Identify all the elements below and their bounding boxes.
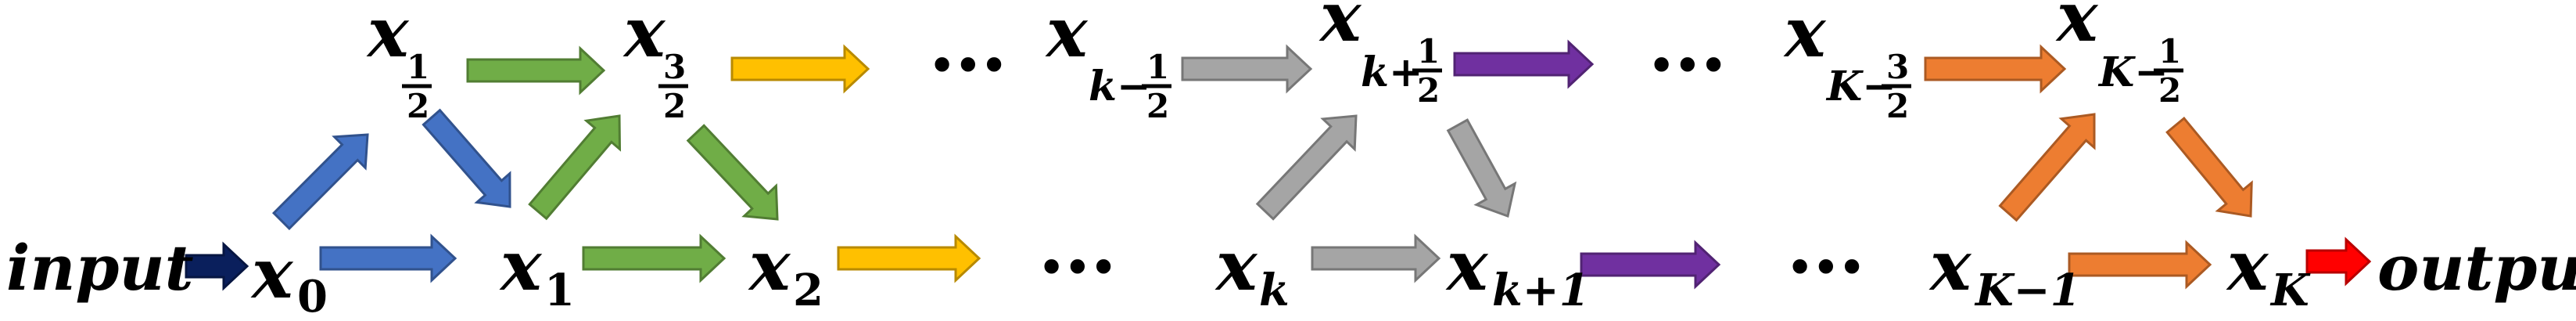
- svg-text:1: 1: [1417, 32, 1440, 70]
- node-xk-plus-1: x k+1: [1445, 225, 1590, 316]
- output-label: output: [2377, 231, 2576, 305]
- arrow-xk-xkplushalf: [1255, 114, 1358, 221]
- svg-text:x: x: [2226, 225, 2269, 306]
- arrows-layer: [185, 39, 2372, 291]
- arrow-xKminus1-xK: [2068, 240, 2212, 290]
- node-xK-minus-half: x K− 1 2: [2055, 0, 2183, 110]
- arrow-x3half-dots: [730, 44, 870, 94]
- arrow-input: [185, 241, 249, 291]
- arrow-output: [2305, 236, 2372, 287]
- svg-text:1: 1: [407, 48, 429, 86]
- node-xK: x K: [2226, 225, 2311, 316]
- svg-text:2: 2: [793, 265, 823, 316]
- ellipsis-bottom-2: •••: [1787, 244, 1865, 292]
- ellipsis-top-2: •••: [1649, 42, 1727, 90]
- svg-text:K: K: [2269, 265, 2311, 316]
- arrow-xk-xkplus1: [1311, 233, 1441, 283]
- svg-text:x: x: [1318, 0, 1362, 57]
- node-x2: x 2: [748, 225, 823, 316]
- arrow-xKhalf-xK: [2165, 116, 2253, 218]
- arrow-xkplushalf-dots: [1453, 39, 1595, 89]
- arrow-x1-x3half: [528, 114, 622, 221]
- svg-text:3: 3: [663, 48, 686, 86]
- svg-text:3: 3: [1886, 48, 1909, 86]
- node-x-3half: x 3 2: [622, 0, 688, 125]
- svg-text:x: x: [2055, 0, 2099, 57]
- node-x1: x 1: [499, 225, 575, 316]
- svg-text:k−: k−: [1089, 63, 1151, 110]
- svg-text:k+1: k+1: [1492, 265, 1590, 316]
- svg-text:0: 0: [297, 271, 328, 321]
- arrow-xK3half-xKhalf: [1924, 44, 2067, 94]
- arrow-x0-xhalf: [271, 133, 369, 231]
- svg-text:x: x: [499, 225, 543, 306]
- node-xK-minus-3half: x K− 3 2: [1783, 0, 1911, 125]
- svg-text:2: 2: [1146, 87, 1169, 125]
- svg-text:x: x: [366, 0, 410, 73]
- arrow-x1-x2: [582, 233, 727, 283]
- arrow-xkplushalf-xkplus1: [1446, 118, 1517, 218]
- svg-text:2: 2: [2158, 71, 2181, 110]
- svg-text:1: 1: [544, 265, 575, 316]
- svg-text:x: x: [748, 225, 791, 306]
- svg-text:k: k: [1259, 265, 1290, 316]
- arrow-xkplus1-dots: [1580, 240, 1721, 290]
- svg-text:x: x: [250, 233, 294, 314]
- svg-text:x: x: [622, 0, 666, 73]
- svg-text:2: 2: [407, 87, 429, 125]
- node-x-half: x 1 2: [366, 0, 432, 125]
- node-xk-plus-half: x k+ 1 2: [1318, 0, 1442, 110]
- input-label: input: [6, 231, 194, 305]
- node-xk-minus-half: x k− 1 2: [1045, 0, 1171, 125]
- ellipsis-bottom-1: •••: [1039, 244, 1117, 292]
- arrow-xkminus-xkplus: [1181, 44, 1313, 94]
- arrow-x2-dots: [837, 233, 981, 283]
- arrow-xKminus1-xKhalf: [1998, 113, 2096, 222]
- arrow-xhalf-x3half: [466, 45, 606, 96]
- svg-text:x: x: [1783, 0, 1827, 73]
- svg-text:2: 2: [1886, 87, 1909, 125]
- arrow-x0-x1: [319, 233, 457, 283]
- node-xK-minus-1: x K−1: [1928, 225, 2081, 316]
- ellipsis-top-1: •••: [929, 42, 1007, 90]
- svg-text:1: 1: [2158, 32, 2181, 70]
- svg-text:x: x: [1928, 225, 1972, 306]
- svg-text:x: x: [1045, 0, 1089, 73]
- arrow-xhalf-x1: [422, 108, 511, 208]
- svg-text:x: x: [1214, 225, 1258, 306]
- svg-text:2: 2: [663, 87, 686, 125]
- node-x0: x 0: [250, 233, 328, 321]
- node-xk: x k: [1214, 225, 1290, 316]
- svg-text:2: 2: [1417, 71, 1440, 110]
- arrow-x3half-x2: [686, 124, 779, 221]
- svg-text:1: 1: [1146, 48, 1169, 86]
- svg-text:x: x: [1445, 225, 1489, 306]
- svg-text:K−1: K−1: [1974, 265, 2081, 316]
